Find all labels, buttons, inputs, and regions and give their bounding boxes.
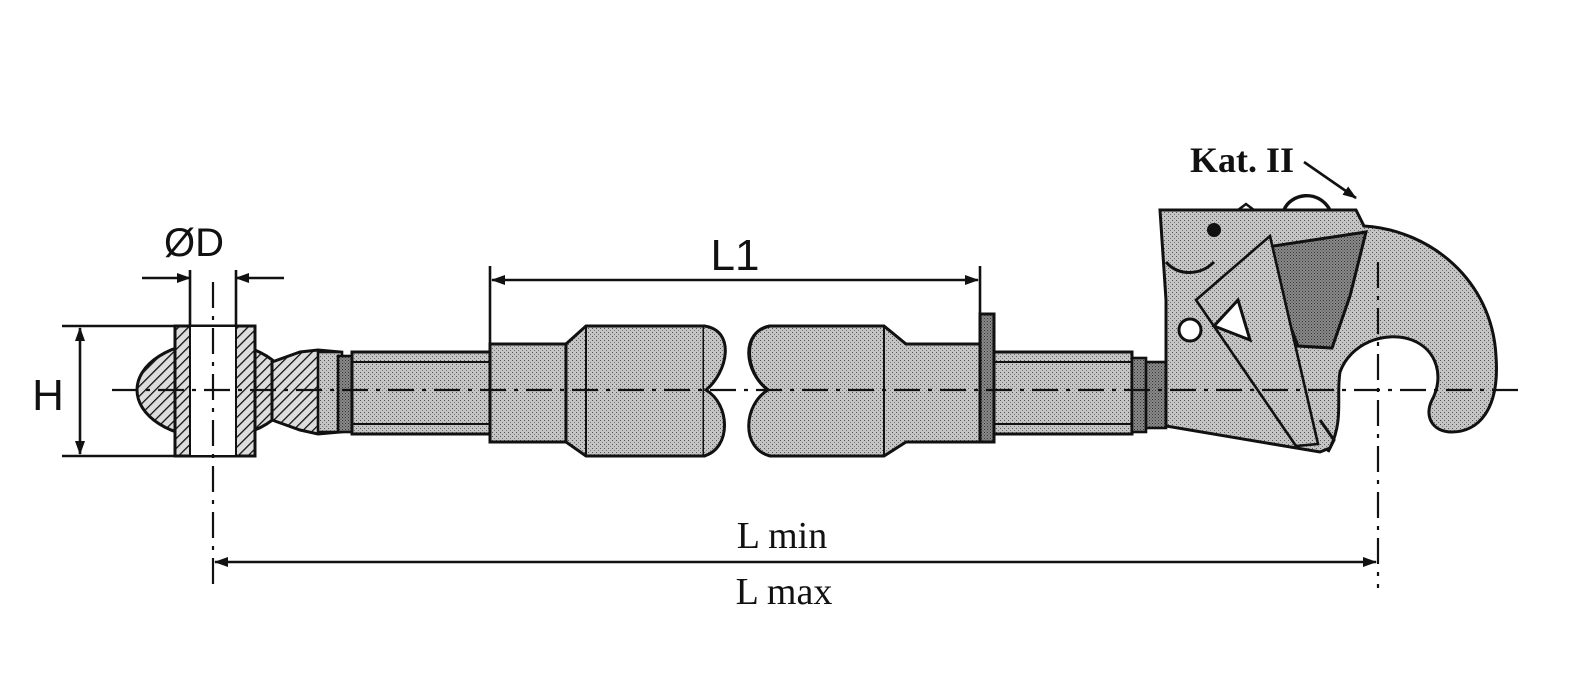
length-dimension: L min L max xyxy=(214,515,1377,613)
lmax-label: L max xyxy=(736,571,833,613)
quick-hitch-hook xyxy=(1158,193,1498,454)
left-threaded-rod xyxy=(336,350,492,436)
l1-label: L1 xyxy=(711,231,760,280)
category-callout: Kat. II xyxy=(1190,140,1357,200)
l1-dimension: L1 xyxy=(488,231,982,344)
right-threaded-rod xyxy=(992,350,1168,436)
pin-hole-upper xyxy=(1207,223,1221,237)
height-dimension: H xyxy=(32,324,175,458)
diameter-label: ØD xyxy=(164,221,224,265)
release-handle xyxy=(1282,193,1332,211)
diameter-dimension: ØD xyxy=(142,221,284,326)
pin-hole-lower xyxy=(1177,317,1203,343)
lock-nut xyxy=(978,312,996,444)
lmin-label: L min xyxy=(737,515,827,557)
category-label: Kat. II xyxy=(1190,140,1294,180)
central-tube-right xyxy=(747,312,996,458)
height-label: H xyxy=(32,371,64,420)
hook-lever xyxy=(1194,233,1320,448)
